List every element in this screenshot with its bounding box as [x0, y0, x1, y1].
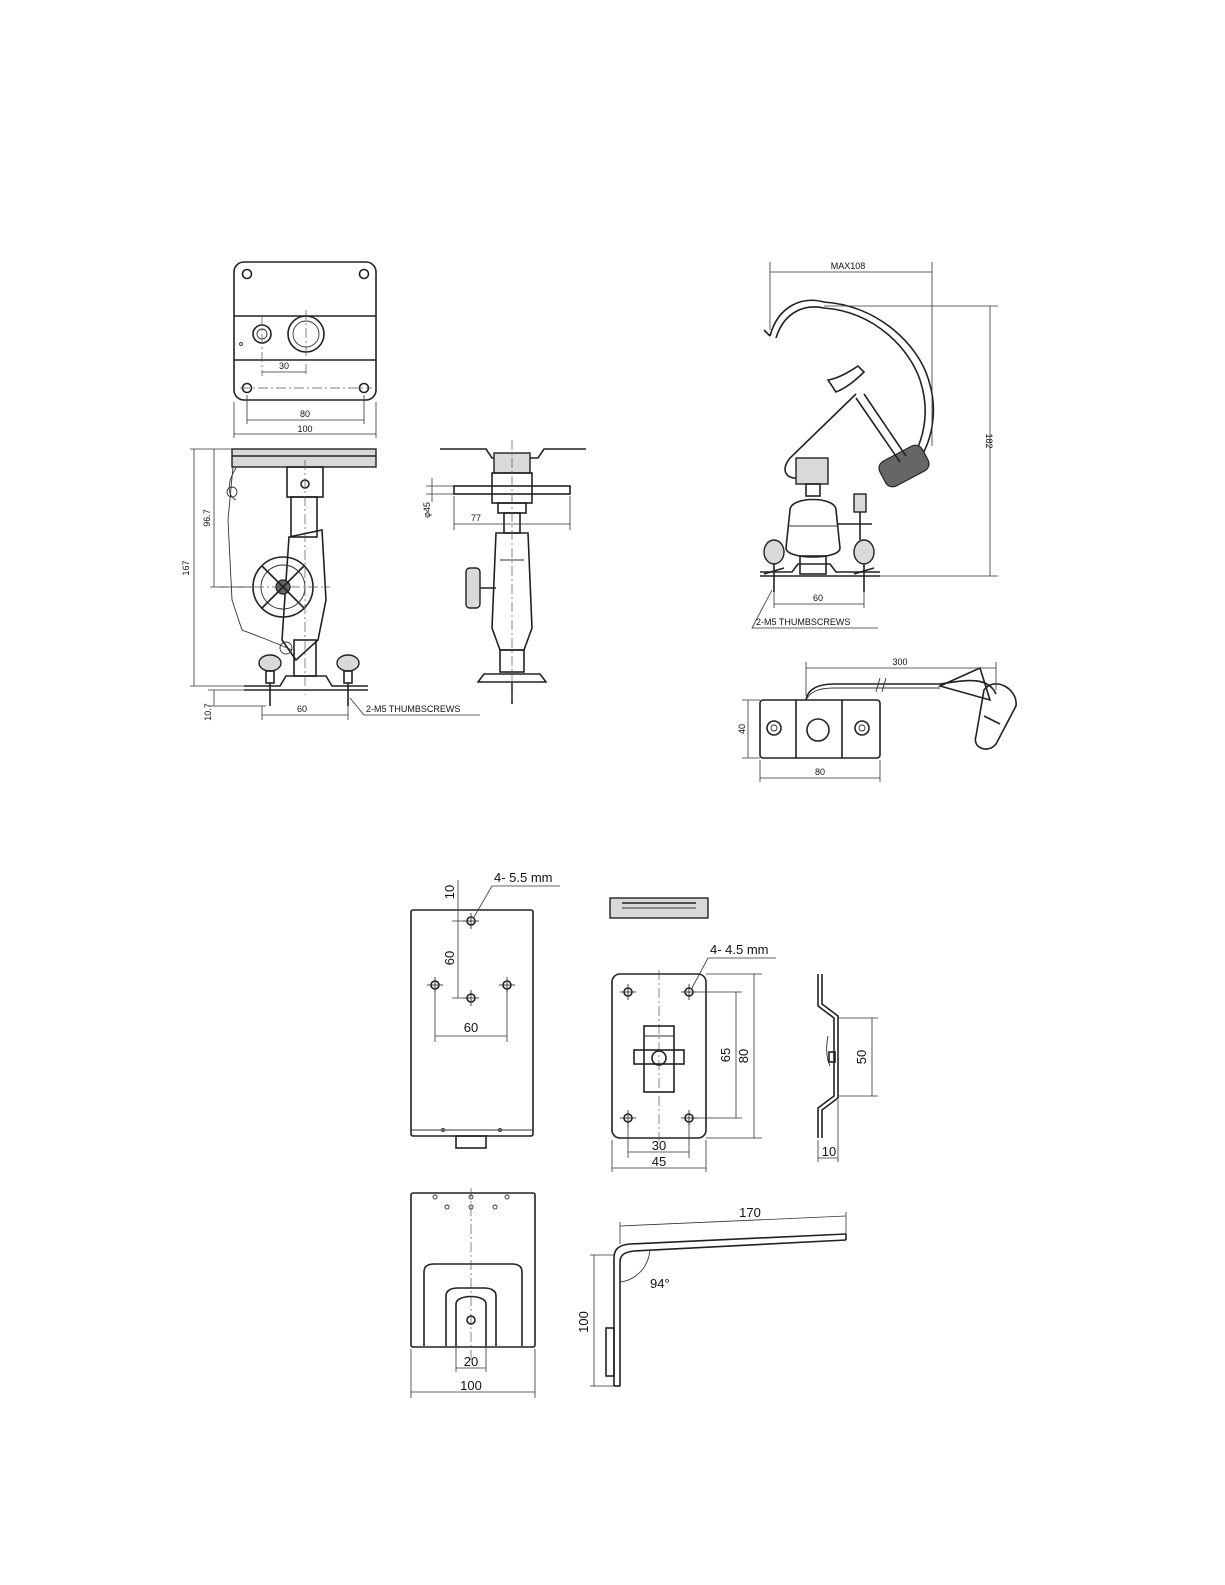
l-bracket-side-view: 170 94° 100 — [576, 1205, 846, 1386]
plate-a-front-view: 10 60 60 4- 5.5 mm — [411, 870, 560, 1148]
mount-front-view: φ45 77 — [422, 440, 586, 704]
dim-50-label: 50 — [854, 1050, 869, 1064]
plate-c-front-view: 20 100 — [411, 1188, 535, 1398]
thumbscrews-clamp-callout: 2-M5 THUMBSCREWS — [756, 617, 850, 627]
dim-100-label: 100 — [297, 424, 312, 434]
dim-60-label: 60 — [297, 704, 307, 714]
dim-45-label: 45 — [652, 1154, 666, 1169]
dim-167-label: 167 — [181, 560, 191, 575]
c-clamp-assembly: MAX108 182 60 2-M5 THUMBSCREWS — [752, 261, 998, 628]
dim-60-clamp-label: 60 — [813, 593, 823, 603]
hole-spec-b-callout: 4- 4.5 mm — [710, 942, 769, 957]
dim-100-c-label: 100 — [460, 1378, 482, 1393]
dim-100-l-label: 100 — [576, 1311, 591, 1333]
dim-80-label: 80 — [300, 409, 310, 419]
dim-300-label: 300 — [892, 657, 907, 667]
dim-20-label: 20 — [464, 1354, 478, 1369]
dim-77-label: 77 — [471, 513, 481, 523]
dim-30-label: 30 — [279, 361, 289, 371]
dim-65-label: 65 — [718, 1048, 733, 1062]
plate-b-top-view — [610, 898, 708, 918]
dim-60h-label: 60 — [464, 1020, 478, 1035]
dim-max108-label: MAX108 — [831, 261, 866, 271]
bracket-side-view: 50 10 — [818, 974, 878, 1162]
top-plate-plan-view: 30 80 100 — [234, 262, 376, 438]
hole-spec-a-callout: 4- 5.5 mm — [494, 870, 553, 885]
dim-10-7-label: 10.7 — [203, 703, 213, 721]
base-plate-with-cable: 300 40 80 — [737, 657, 1016, 782]
plate-b-front-view: 4- 4.5 mm 65 80 30 45 — [612, 942, 776, 1172]
dim-10-b-label: 10 — [822, 1144, 836, 1159]
dim-80-base-label: 80 — [815, 767, 825, 777]
dim-60v-label: 60 — [442, 951, 457, 965]
dim-170-label: 170 — [739, 1205, 761, 1220]
dim-30-b-label: 30 — [652, 1138, 666, 1153]
dim-10-label: 10 — [442, 885, 457, 899]
dim-phi45-label: φ45 — [422, 502, 432, 518]
dim-80-b-label: 80 — [736, 1049, 751, 1063]
dim-40-label: 40 — [737, 724, 747, 734]
thumbscrews-callout: 2-M5 THUMBSCREWS — [366, 704, 460, 714]
dim-96-7-label: 96.7 — [202, 509, 212, 527]
mount-side-view: 96.7 167 10.7 60 2-M5 THUMBSCREWS — [181, 449, 480, 721]
angle-94-label: 94° — [650, 1276, 670, 1291]
dim-182-label: 182 — [984, 433, 994, 448]
